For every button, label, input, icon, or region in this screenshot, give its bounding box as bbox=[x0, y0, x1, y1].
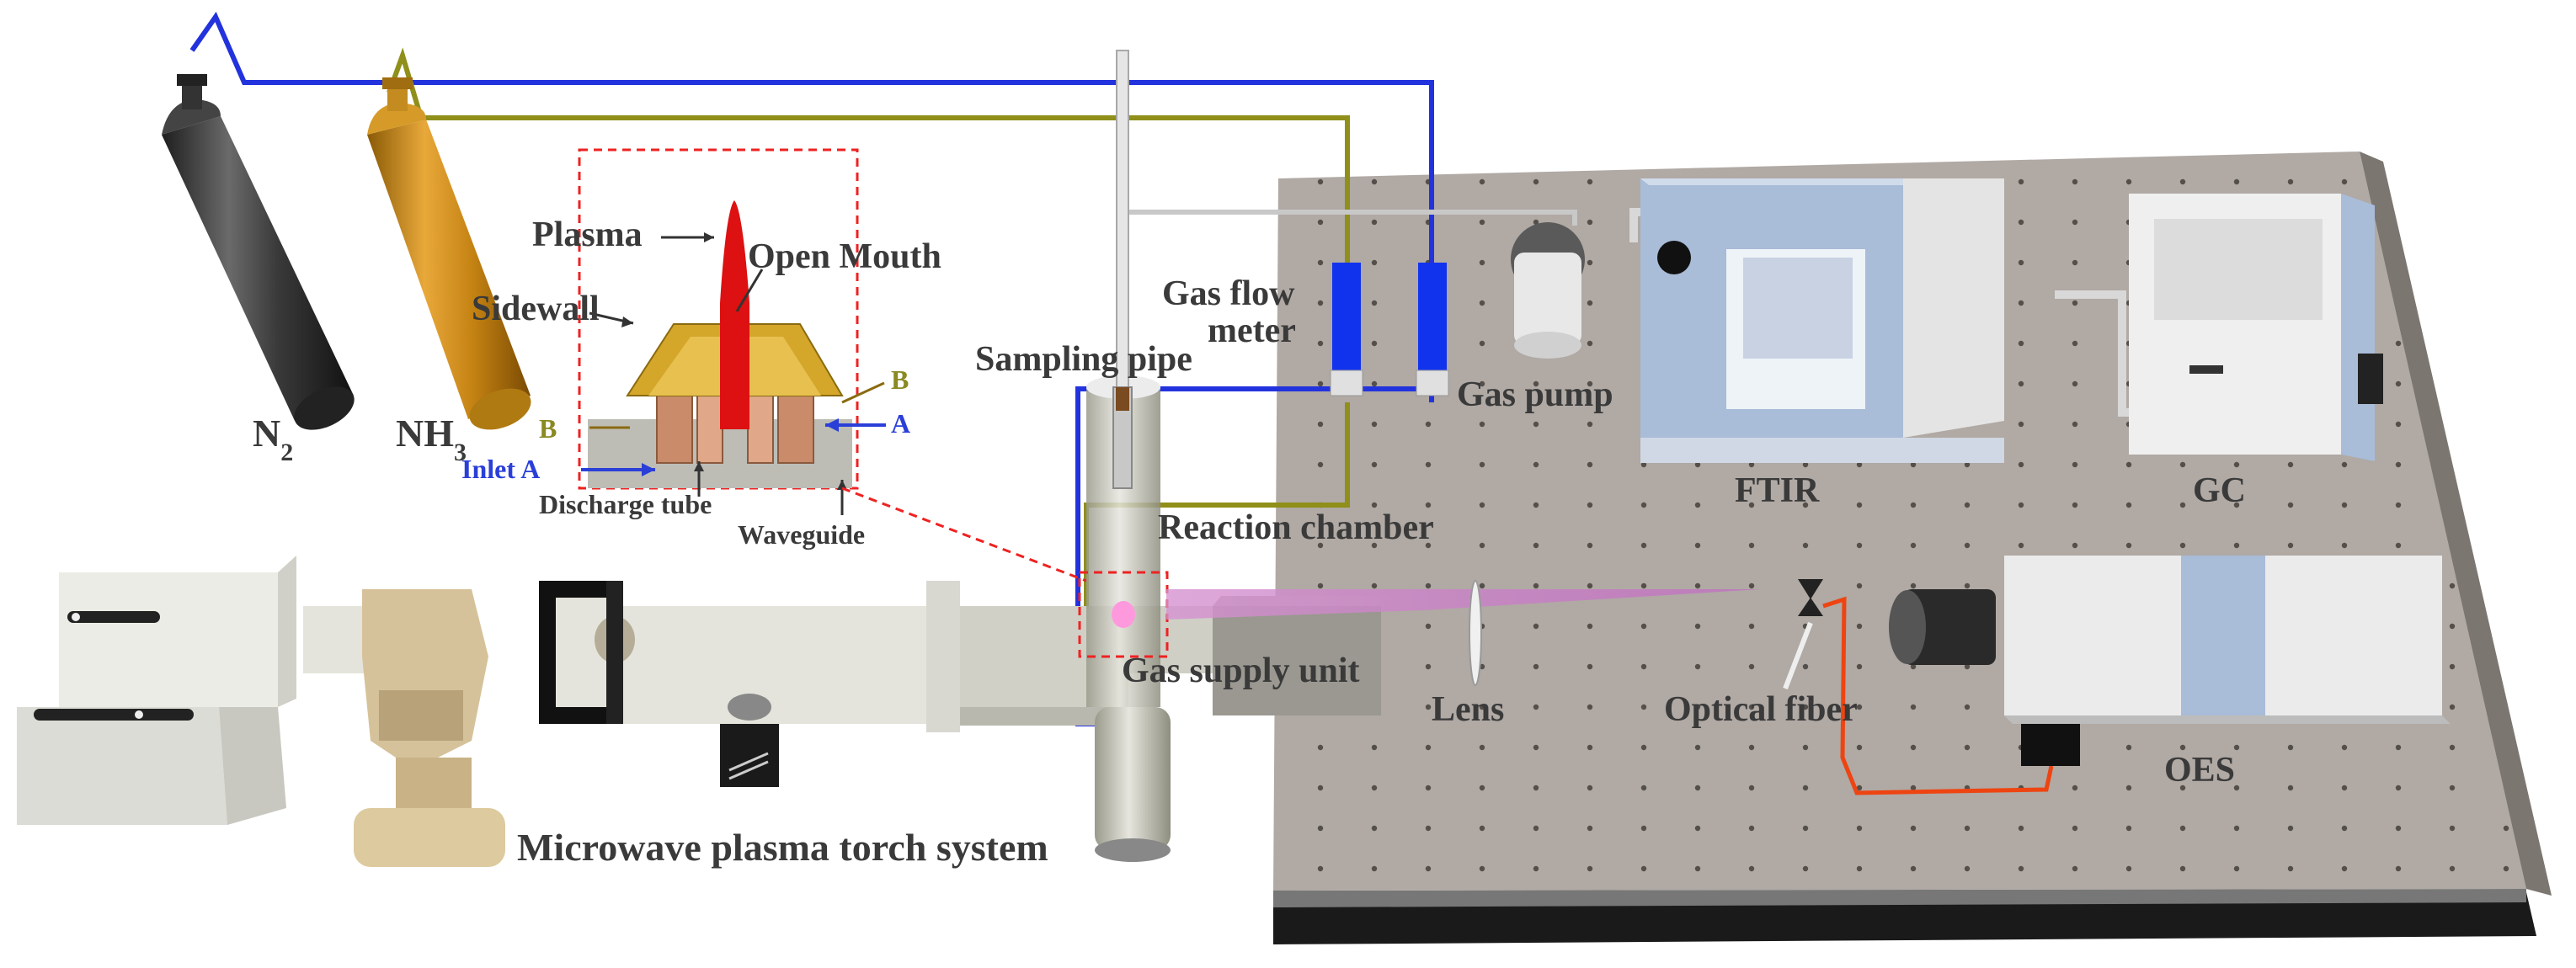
inlet-b-left-label: B bbox=[539, 413, 557, 444]
open-mouth-label: Open Mouth bbox=[748, 237, 941, 276]
lens-label: Lens bbox=[1432, 690, 1504, 729]
n2-label: N2 bbox=[253, 412, 293, 466]
reaction-chamber bbox=[1086, 375, 1171, 862]
reaction-chamber-label: Reaction chamber bbox=[1158, 508, 1434, 547]
oes-label: OES bbox=[2164, 751, 2235, 790]
nh3-cylinder bbox=[367, 77, 531, 430]
n2-cylinder bbox=[162, 74, 355, 430]
microwave-generator bbox=[17, 556, 296, 825]
inlet-a-label: Inlet A bbox=[461, 454, 540, 484]
ftir-label: FTIR bbox=[1735, 471, 1820, 510]
sampling-pipe bbox=[1112, 50, 1133, 489]
tuner-flange bbox=[539, 581, 635, 724]
lens bbox=[1469, 580, 1482, 686]
ftir bbox=[1640, 178, 2004, 463]
sidewall-label: Sidewall bbox=[472, 290, 600, 328]
system-title-label: Microwave plasma torch system bbox=[517, 826, 1048, 869]
gas-flow-meter-label-line1: Gas flow bbox=[1162, 274, 1295, 313]
optical-fiber-label: Optical fiber bbox=[1664, 690, 1858, 729]
optical-fiber bbox=[1822, 596, 2054, 795]
gas-pump-label: Gas pump bbox=[1457, 375, 1613, 414]
n2-gas-line bbox=[189, 11, 1434, 269]
callout-connector bbox=[841, 487, 1087, 582]
plasma-glow bbox=[1112, 601, 1135, 628]
gc bbox=[2129, 194, 2383, 461]
sliding-short bbox=[720, 694, 779, 787]
inlet-b-right-label: B bbox=[891, 364, 909, 395]
torch-detail-inset bbox=[578, 148, 886, 515]
discharge-tube-label: Discharge tube bbox=[539, 489, 712, 519]
gas-pump bbox=[1511, 222, 1585, 359]
gas-flow-meters bbox=[1330, 263, 1449, 396]
gc-label: GC bbox=[2193, 471, 2246, 510]
plasma-label: Plasma bbox=[532, 215, 643, 254]
gas-supply-unit-label: Gas supply unit bbox=[1122, 652, 1359, 690]
inlet-a-right-label: A bbox=[891, 408, 910, 439]
gas-flow-meter-label-line2: meter bbox=[1208, 311, 1296, 350]
emission-beam bbox=[1166, 589, 1760, 620]
nh3-label: NH3 bbox=[396, 412, 467, 466]
fiber-coupler bbox=[1783, 579, 1823, 690]
circulator bbox=[354, 589, 505, 867]
waveguide-label: Waveguide bbox=[738, 519, 865, 550]
sampling-pipe-label: Sampling pipe bbox=[975, 340, 1192, 379]
oes bbox=[1889, 556, 2451, 766]
